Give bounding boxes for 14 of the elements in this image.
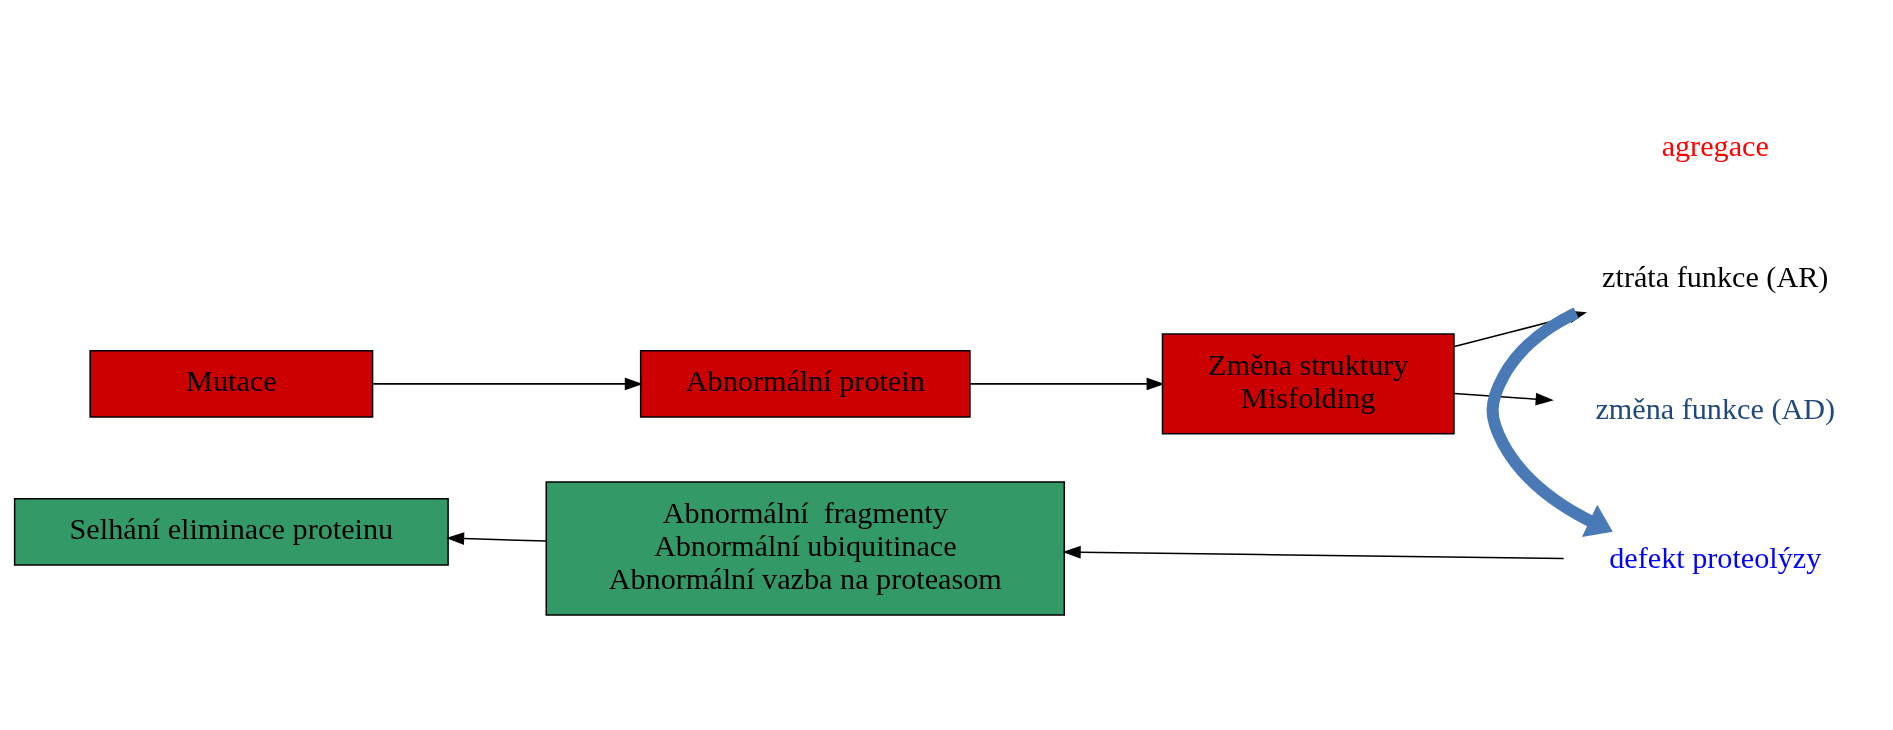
arrow bbox=[1453, 392, 1554, 406]
arrow bbox=[372, 377, 643, 391]
node-box: Změna struktury Misfolding bbox=[1161, 333, 1455, 435]
arrow bbox=[1062, 545, 1565, 560]
arrow bbox=[446, 532, 547, 545]
arrow bbox=[969, 377, 1165, 391]
node-text: defekt proteolýzy bbox=[1609, 541, 1822, 576]
node-box: Abnormální fragmenty Abnormální ubiquitinace Abnormální vazba na proteasom bbox=[545, 481, 1066, 616]
node-text: ztráta funkce (AR) bbox=[1602, 260, 1829, 295]
node-text: změna funkce (AD) bbox=[1595, 391, 1836, 426]
node-box: Abnormální protein bbox=[639, 349, 971, 418]
label: agregace bbox=[1661, 128, 1769, 163]
node-box: Selhání eliminace proteinu bbox=[13, 497, 449, 566]
node-box: Mutace bbox=[89, 349, 374, 418]
